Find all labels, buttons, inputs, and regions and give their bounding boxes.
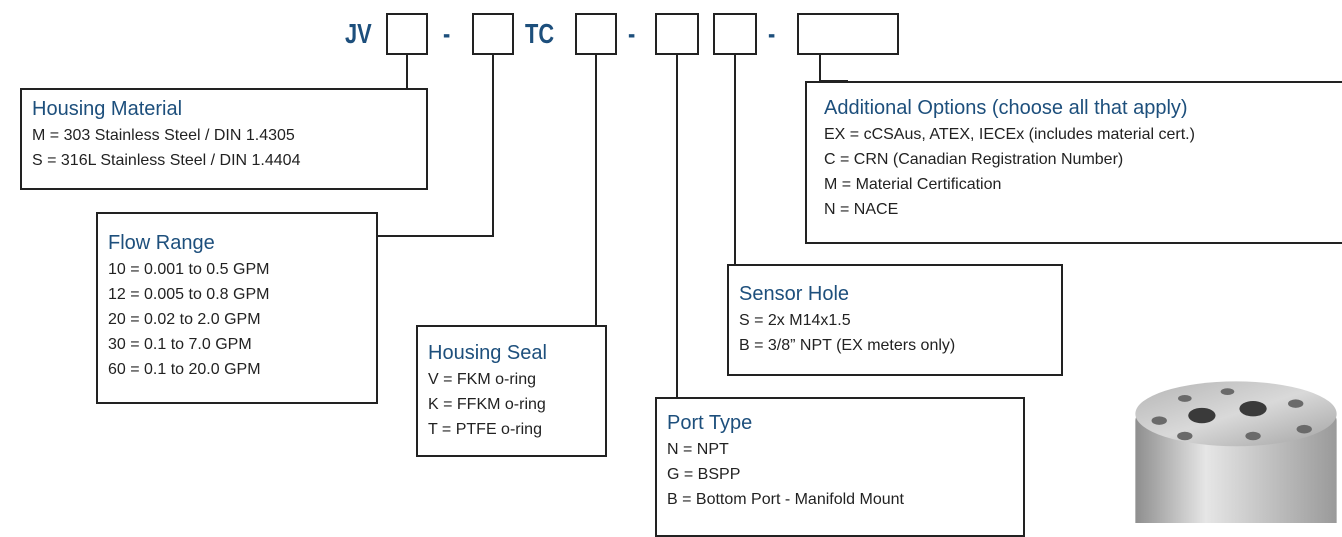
- additional-options-title: Additional Options (choose all that appl…: [824, 97, 1188, 119]
- option: M = Material Certification: [824, 176, 1002, 193]
- option: S = 316L Stainless Steel / DIN 1.4404: [32, 152, 301, 169]
- slot-housing-seal: [575, 13, 617, 55]
- option: EX = cCSAus, ATEX, IECEx (includes mater…: [824, 126, 1195, 143]
- slot-port-type: [655, 13, 699, 55]
- option: 30 = 0.1 to 7.0 GPM: [108, 336, 252, 353]
- option: 20 = 0.02 to 2.0 GPM: [108, 311, 261, 328]
- port-type-box: Port Type N = NPT G = BSPP B = Bottom Po…: [655, 397, 1025, 537]
- option: N = NPT: [667, 441, 729, 458]
- part-dash-1: -: [443, 18, 451, 49]
- part-prefix: JV: [345, 18, 372, 49]
- slot-housing-material: [386, 13, 428, 55]
- slot-sensor-hole: [713, 13, 757, 55]
- option: S = 2x M14x1.5: [739, 312, 851, 329]
- flow-meter-product-photo-icon: [1135, 381, 1337, 523]
- option: M = 303 Stainless Steel / DIN 1.4305: [32, 127, 295, 144]
- option: 10 = 0.001 to 0.5 GPM: [108, 261, 270, 278]
- connector-additional-options: [819, 55, 848, 82]
- port-type-title: Port Type: [667, 412, 753, 434]
- slot-additional-options: [797, 13, 899, 55]
- additional-options-box: Additional Options (choose all that appl…: [805, 81, 1342, 244]
- option: C = CRN (Canadian Registration Number): [824, 151, 1124, 168]
- slot-flow-range: [472, 13, 514, 55]
- option: B = Bottom Port - Manifold Mount: [667, 491, 904, 508]
- option: N = NACE: [824, 201, 899, 218]
- housing-material-title: Housing Material: [32, 98, 183, 120]
- part-dash-3: -: [768, 18, 776, 49]
- housing-seal-title: Housing Seal: [428, 342, 547, 364]
- option: K = FFKM o-ring: [428, 396, 546, 413]
- option: 12 = 0.005 to 0.8 GPM: [108, 286, 270, 303]
- sensor-hole-title: Sensor Hole: [739, 283, 850, 305]
- option: 60 = 0.1 to 20.0 GPM: [108, 361, 261, 378]
- sensor-hole-box: Sensor Hole S = 2x M14x1.5 B = 3/8” NPT …: [727, 264, 1063, 376]
- flow-range-title: Flow Range: [108, 232, 215, 254]
- option: V = FKM o-ring: [428, 371, 537, 388]
- option: G = BSPP: [667, 466, 741, 483]
- housing-seal-box: Housing Seal V = FKM o-ring K = FFKM o-r…: [416, 325, 607, 457]
- part-dash-2: -: [628, 18, 636, 49]
- flow-range-box: Flow Range 10 = 0.001 to 0.5 GPM 12 = 0.…: [96, 212, 378, 404]
- housing-material-box: Housing Material M = 303 Stainless Steel…: [20, 88, 428, 190]
- option: B = 3/8” NPT (EX meters only): [739, 337, 956, 354]
- part-middle: TC: [525, 18, 555, 49]
- option: T = PTFE o-ring: [428, 421, 542, 438]
- connector-flow-range: [378, 55, 494, 237]
